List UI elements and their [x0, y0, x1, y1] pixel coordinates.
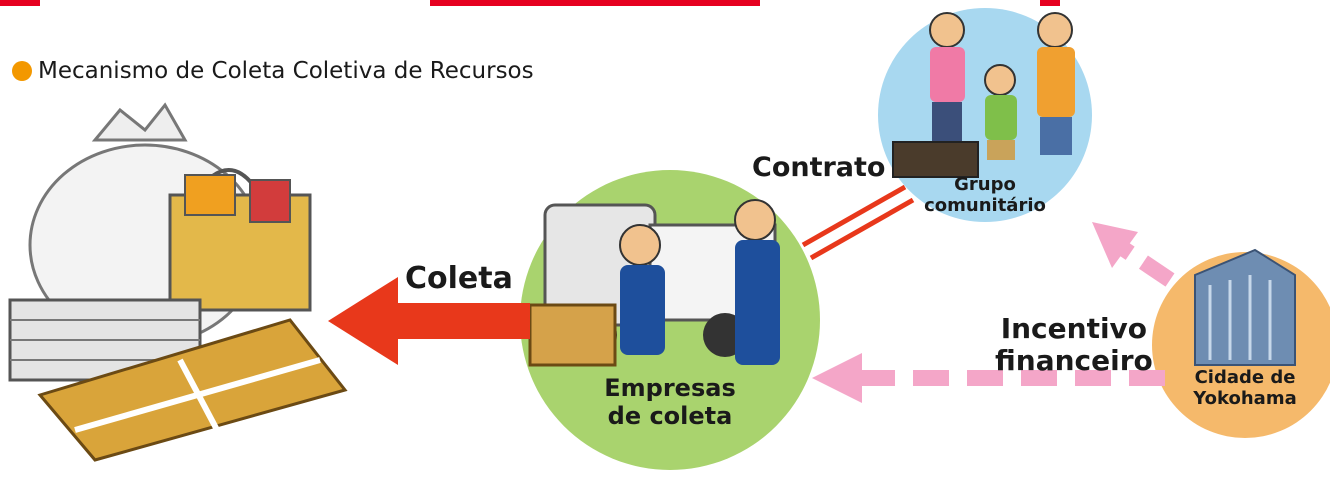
- bullet-dot-icon: [12, 61, 32, 81]
- city-label-line2: Yokohama: [1193, 387, 1297, 409]
- incentive-arrow-to-companies: [812, 353, 1165, 403]
- city-label: Cidade de Yokohama: [1175, 367, 1315, 409]
- collection-label: Coleta: [405, 261, 513, 296]
- top-accent-bar: [1040, 0, 1060, 6]
- companies-label: Empresas de coleta: [590, 374, 750, 430]
- worker-icon: [619, 224, 665, 355]
- group-label-line1: Grupo: [954, 174, 1016, 195]
- worker-icon: [734, 199, 780, 365]
- group-label-line2: comunitário: [924, 194, 1046, 216]
- recyclables-illustration: [8, 102, 348, 462]
- group-label: Grupo comunitário: [915, 174, 1055, 216]
- incentive-label-line1: Incentivo: [1000, 312, 1148, 345]
- companies-label-line1: Empresas: [604, 374, 736, 402]
- top-accent-bar: [0, 0, 40, 6]
- contract-label: Contrato: [752, 152, 886, 183]
- collection-truck-illustration: [528, 199, 780, 367]
- incentive-label: Incentivo financeiro: [995, 312, 1153, 378]
- incentive-label-line2: financeiro: [995, 344, 1153, 378]
- collection-arrow: [328, 277, 530, 365]
- contract-line: [801, 184, 915, 261]
- cardboard-box-icon: [528, 303, 617, 367]
- incentive-arrow-to-group: [1092, 222, 1175, 287]
- community-people-illustration: [892, 12, 1075, 178]
- diagram-heading: Mecanismo de Coleta Coletiva de Recursos: [12, 58, 534, 84]
- top-accent-bar: [430, 0, 760, 6]
- companies-label-line2: de coleta: [607, 401, 733, 430]
- city-building-icon: [1194, 248, 1296, 366]
- city-label-line1: Cidade de: [1194, 367, 1296, 388]
- heading-text: Mecanismo de Coleta Coletiva de Recursos: [38, 58, 534, 84]
